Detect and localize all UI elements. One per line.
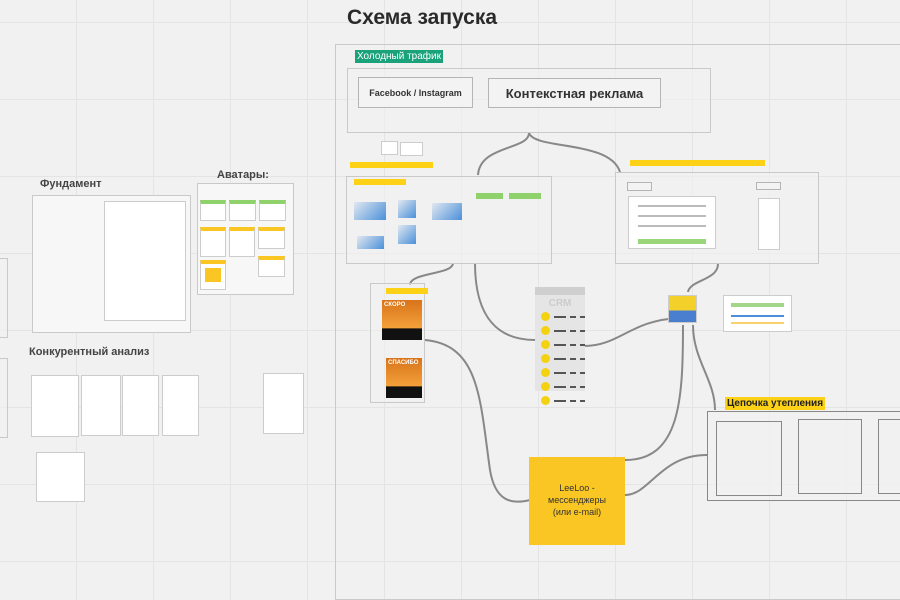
landing-thumb[interactable] — [398, 225, 416, 244]
landing-thumb[interactable] — [398, 200, 416, 218]
crm-row — [541, 368, 585, 377]
crm-row — [541, 382, 585, 391]
leeloo-text: LeeLoo - мессенджеры (или e-mail) — [548, 483, 606, 517]
quiz-landing-thumb[interactable] — [628, 196, 716, 249]
avatar-card[interactable] — [200, 260, 226, 290]
offscreen-frame[interactable] — [0, 358, 8, 438]
crm-row — [541, 326, 585, 335]
competitor-thumb[interactable] — [81, 375, 121, 436]
landing-thumb[interactable] — [354, 202, 386, 220]
crm-dot-icon — [541, 382, 550, 391]
crm-dot-icon — [541, 368, 550, 377]
variant-2-tag[interactable] — [756, 182, 781, 190]
warmup-chain-title: Цепочка утепления — [725, 397, 826, 410]
thanks-page-label — [386, 288, 428, 294]
cold-traffic-label: Холодный трафик — [355, 50, 443, 63]
foundation-doc[interactable] — [104, 201, 186, 321]
leeloo-sticky[interactable]: LeeLoo - мессенджеры (или e-mail) — [529, 457, 625, 545]
competitor-thumb[interactable] — [122, 375, 159, 436]
thanks-card-title: СПАСИБО — [388, 360, 419, 366]
board-title: Схема запуска — [347, 6, 498, 29]
ad-preview-thumb[interactable] — [381, 141, 398, 155]
crm-row — [541, 396, 585, 405]
variant-1-frame[interactable] — [346, 176, 552, 264]
crm-title: CRM — [548, 298, 572, 309]
competitor-thumb[interactable] — [162, 375, 199, 436]
tag-green — [476, 193, 503, 199]
competitor-thumb[interactable] — [263, 373, 304, 434]
avatar-card[interactable] — [229, 200, 256, 221]
messenger-widget-thumb[interactable] — [668, 295, 697, 323]
avatar-card[interactable] — [229, 227, 255, 257]
crm-dot-icon — [541, 354, 550, 363]
avatar-card[interactable] — [258, 227, 285, 249]
variant-1-label — [350, 162, 433, 168]
competitor-thumb[interactable] — [31, 375, 79, 437]
soon-page-card[interactable]: СКОРО — [382, 300, 422, 340]
offscreen-frame[interactable] — [0, 258, 8, 338]
warmup-letter-1[interactable] — [716, 421, 782, 496]
crm-row — [541, 340, 585, 349]
facebook-instagram-source[interactable]: Facebook / Instagram — [358, 77, 473, 108]
tag-green — [509, 193, 541, 199]
competitor-analysis-heading: Конкурентный анализ — [29, 346, 150, 358]
crm-dot-icon — [541, 396, 550, 405]
landing-pages-label — [354, 179, 406, 185]
crm-dot-icon — [541, 340, 550, 349]
crm-row — [541, 354, 585, 363]
crm-dot-icon — [541, 312, 550, 321]
competitor-thumb[interactable] — [36, 452, 85, 502]
form-preview-thumb[interactable] — [723, 295, 792, 332]
avatar-card[interactable] — [200, 227, 226, 257]
landing-thumb[interactable] — [432, 203, 462, 220]
soon-card-title: СКОРО — [384, 302, 406, 308]
quiz-steps-thumb[interactable] — [758, 198, 780, 250]
crm-dot-icon — [541, 326, 550, 335]
foundation-heading: Фундамент — [40, 178, 102, 190]
avatar-card[interactable] — [258, 256, 285, 277]
variant-2-label — [630, 160, 765, 166]
ad-preview-thumb[interactable] — [400, 142, 423, 156]
avatars-heading: Аватары: — [217, 169, 269, 181]
avatar-card[interactable] — [259, 200, 286, 221]
variant-2-tag[interactable] — [627, 182, 652, 191]
context-ads-source[interactable]: Контекстная реклама — [488, 78, 661, 108]
avatar-card[interactable] — [200, 200, 226, 221]
landing-thumb[interactable] — [357, 236, 384, 249]
warmup-letter-2[interactable] — [798, 419, 862, 494]
crm-widget[interactable]: CRM — [535, 287, 585, 405]
thanks-page-card[interactable]: СПАСИБО — [386, 358, 422, 398]
warmup-letter-3[interactable] — [878, 419, 900, 494]
crm-row — [541, 312, 585, 321]
